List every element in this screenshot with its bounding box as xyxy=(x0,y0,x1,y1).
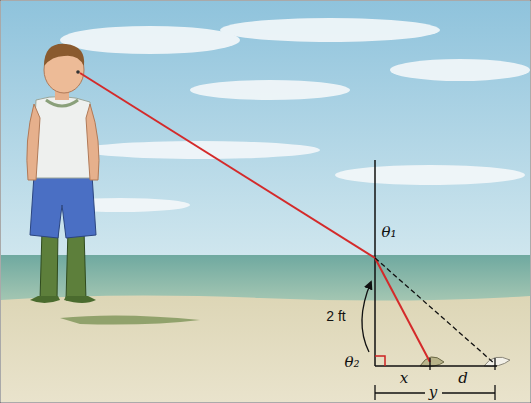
tank-top xyxy=(32,96,94,178)
angle-arc xyxy=(362,282,371,352)
collar xyxy=(46,100,78,106)
angle-label: θ₁ xyxy=(381,225,396,240)
boot-sole xyxy=(64,296,96,303)
eye xyxy=(76,70,80,74)
sand xyxy=(1,295,530,402)
cloud xyxy=(60,26,240,54)
arm xyxy=(27,104,40,180)
dimension-label: y xyxy=(429,385,437,400)
shell-image xyxy=(484,357,510,366)
light-ray xyxy=(80,73,375,258)
angle-label: θ₂ xyxy=(344,355,359,370)
sky xyxy=(1,1,530,255)
seaweed xyxy=(60,315,200,324)
boot xyxy=(40,230,58,300)
boy xyxy=(27,44,99,303)
cloud xyxy=(335,165,525,185)
tick xyxy=(429,358,430,370)
arm xyxy=(86,104,99,180)
bracket-line xyxy=(375,392,425,393)
boot-sole xyxy=(30,296,60,303)
cloud xyxy=(220,18,440,42)
normal-line xyxy=(374,160,376,366)
dimension-label: d xyxy=(458,371,468,386)
bottom-line xyxy=(375,365,497,367)
cloud xyxy=(80,141,320,159)
right-angle-mark xyxy=(375,356,385,366)
dimension-label: x xyxy=(400,371,408,386)
shell xyxy=(420,357,444,367)
apparent-ray xyxy=(375,258,495,364)
shorts xyxy=(30,175,96,238)
refracted-ray xyxy=(375,258,430,362)
bracket-line xyxy=(442,392,495,393)
dimension-label: 2 ft xyxy=(326,309,345,323)
cloud xyxy=(190,80,350,100)
cloud xyxy=(390,59,530,81)
tick xyxy=(494,358,495,370)
boot xyxy=(66,230,86,300)
hair xyxy=(44,44,84,66)
clouds xyxy=(50,18,530,212)
